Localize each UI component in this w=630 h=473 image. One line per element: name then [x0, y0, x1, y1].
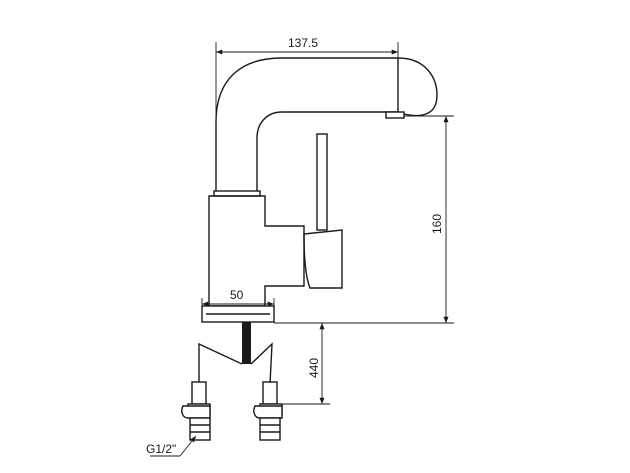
dimension-height: 160 — [274, 115, 454, 324]
spout-collar — [213, 190, 261, 197]
main-body — [208, 195, 305, 307]
hose-fitting-left — [181, 381, 211, 441]
thread-callout: G1/2" — [146, 435, 197, 457]
spout-outline — [215, 57, 438, 192]
handle-lever — [316, 133, 328, 231]
mounting-hardware — [181, 322, 283, 441]
dimension-label-spout-reach: 137.5 — [288, 36, 318, 50]
spout-aerator — [385, 111, 405, 119]
dimension-base-width: 50 — [201, 288, 275, 310]
hose-fitting-right — [253, 381, 283, 441]
handle-housing — [303, 229, 343, 289]
dimension-label-height: 160 — [430, 214, 444, 234]
dimension-spout-reach: 137.5 — [215, 36, 399, 125]
thread-label: G1/2" — [146, 442, 176, 456]
flex-hose-right — [250, 342, 273, 385]
dimension-hose-length: 440 — [276, 323, 330, 405]
dimension-label-hose-length: 440 — [307, 358, 321, 378]
dimension-label-base-width: 50 — [230, 288, 244, 302]
flex-hose-left — [198, 342, 243, 384]
threaded-rod — [242, 322, 251, 364]
faucet-body — [201, 57, 438, 323]
